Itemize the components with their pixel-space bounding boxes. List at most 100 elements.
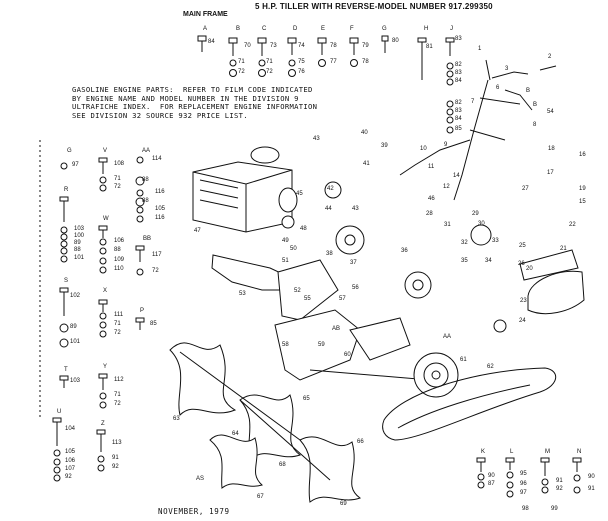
callout-label: 54 (547, 109, 554, 115)
callout-label: 35 (461, 258, 468, 264)
callout-label: 67 (257, 494, 264, 500)
callout-label: 91 (588, 486, 595, 492)
callout-label: 101 (70, 339, 81, 345)
callout-label: 23 (520, 298, 527, 304)
callout-label: 89 (74, 240, 81, 246)
callout-label: 40 (361, 130, 368, 136)
handle-assembly (399, 59, 557, 201)
callout-label: 90 (488, 473, 495, 479)
section-title: MAIN FRAME (183, 11, 228, 18)
callout-label: 117 (152, 252, 162, 258)
callout-label: 12 (443, 184, 450, 190)
callout-label: 56 (352, 285, 359, 291)
callout-label: 83 (455, 70, 462, 76)
callout-label: 36 (401, 248, 408, 254)
callout-label: 71 (266, 59, 273, 65)
callout-label: F (350, 26, 354, 32)
callout-label: AA (443, 334, 451, 340)
callout-label: 106 (65, 458, 76, 464)
callout-label: 3 (505, 66, 509, 72)
callout-label: 72 (114, 184, 121, 190)
belts (382, 367, 557, 441)
callout-label: 114 (152, 156, 162, 162)
callout-label: G (382, 26, 387, 32)
callout-label: 97 (72, 162, 79, 168)
callout-label: 82 (455, 62, 462, 68)
callout-label: 109 (114, 257, 125, 263)
callout-label: Y (103, 364, 107, 370)
callout-label: 88 (142, 198, 149, 204)
callout-label: 100 (74, 233, 85, 239)
callout-label: A (203, 26, 207, 32)
callout-label: 16 (579, 152, 586, 158)
callout-label: 105 (65, 449, 76, 455)
callout-label: 9 (444, 142, 448, 148)
callout-label: G (67, 148, 72, 154)
callout-label: 64 (232, 431, 239, 437)
callout-label: 72 (152, 268, 159, 274)
callout-label: 45 (296, 191, 303, 197)
callout-label: 111 (114, 312, 124, 318)
callout-label: 28 (426, 211, 433, 217)
callout-label: 2 (548, 54, 552, 60)
callout-label: 29 (472, 211, 479, 217)
callout-label: D (293, 26, 298, 32)
callout-label: AS (196, 476, 204, 482)
callout-label: 85 (150, 321, 157, 327)
callout-label: 92 (65, 474, 72, 480)
callout-label: 33 (492, 238, 499, 244)
callout-label: N (577, 449, 581, 455)
callout-label: 66 (357, 439, 364, 445)
callout-label: 26 (518, 261, 525, 267)
callout-label: 79 (362, 43, 369, 49)
callout-label: 72 (238, 69, 245, 75)
callout-label: 78 (362, 59, 369, 65)
callout-label: 110 (114, 266, 124, 272)
callout-label: 20 (526, 266, 533, 272)
callout-label: 76 (298, 69, 305, 75)
callout-label: AB (332, 326, 340, 332)
callout-label: AA (142, 148, 150, 154)
callout-label: 46 (428, 196, 435, 202)
callout-label: 22 (569, 222, 576, 228)
callout-label: 97 (520, 490, 527, 496)
callout-label: H (424, 26, 428, 32)
callout-label: 107 (65, 466, 76, 472)
callout-label: 83 (455, 108, 462, 114)
callout-label: 65 (303, 396, 310, 402)
callout-label: 17 (547, 170, 554, 176)
callout-label: 88 (142, 177, 149, 183)
callout-label: 80 (392, 38, 399, 44)
callout-label: 51 (282, 258, 289, 264)
callout-label: 91 (112, 455, 119, 461)
callout-label: 18 (548, 146, 555, 152)
callout-label: 72 (114, 401, 121, 407)
callout-label: 113 (112, 440, 122, 446)
frame-and-shield (211, 254, 431, 381)
callout-label: 84 (455, 78, 462, 84)
engine (192, 146, 298, 233)
callout-label: V (103, 148, 107, 154)
callout-label: 85 (455, 126, 462, 132)
tines (169, 342, 362, 503)
callout-label: 71 (114, 392, 121, 398)
belt-guard (493, 249, 585, 333)
callout-label: 87 (488, 481, 495, 487)
callout-labels: A84B707172C737172D747576E7877F7978G80H81… (57, 26, 595, 512)
pulleys (324, 181, 492, 398)
callout-label: 63 (173, 416, 180, 422)
callout-label: 47 (194, 228, 201, 234)
diagram-title: 5 H.P. TILLER WITH REVERSE-MODEL NUMBER … (255, 2, 493, 11)
callout-label: 73 (270, 43, 277, 49)
callout-label: 116 (155, 215, 165, 221)
callout-label: 84 (208, 39, 215, 45)
callout-label: 89 (70, 324, 77, 330)
callout-label: R (64, 187, 69, 193)
callout-label: BB (143, 236, 151, 242)
callout-label: 106 (114, 238, 125, 244)
callout-label: 105 (155, 206, 166, 212)
callout-label: 99 (551, 506, 558, 512)
callout-label: 62 (487, 364, 494, 370)
callout-label: 50 (290, 246, 297, 252)
bottom-right-hardware (476, 457, 582, 498)
